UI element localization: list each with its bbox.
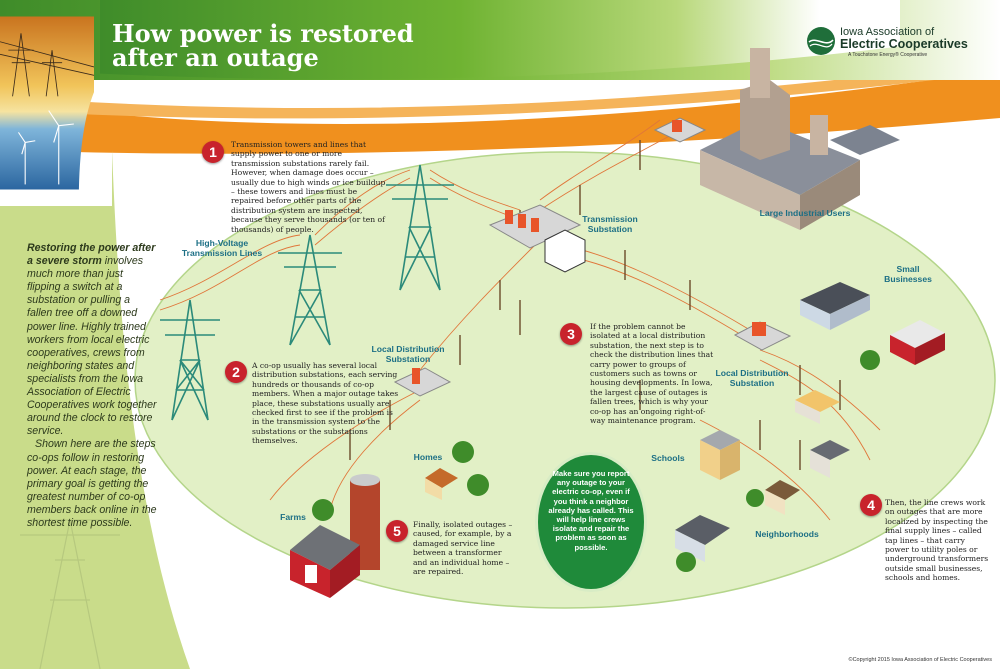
- sidebar-body: involves much more than just flipping a …: [27, 255, 157, 438]
- header-photo: [0, 16, 94, 190]
- label-neighborhoods: Neighborhoods: [755, 529, 819, 539]
- step-5-text: Finally, isolated outages – caused, for …: [413, 520, 513, 577]
- step-3-badge: 3: [560, 323, 582, 345]
- home-house: [425, 468, 458, 500]
- callout-text: Make sure you report any outage to your …: [548, 469, 634, 552]
- power-lines: [159, 119, 881, 521]
- local-substation-left: [393, 367, 452, 397]
- farm-buildings: [290, 474, 380, 598]
- sidebar-body-2: Shown here are the steps co-ops follow i…: [27, 438, 157, 529]
- logo-name: Iowa Association of Electric Cooperative…: [840, 26, 1000, 50]
- industrial-plant: [700, 48, 900, 230]
- copyright: ©Copyright 2015 Iowa Association of Elec…: [848, 657, 992, 663]
- title-line-1: How power is restored: [112, 19, 414, 48]
- transmission-substation: [488, 204, 586, 273]
- logo-globe-icon: [807, 27, 835, 55]
- step-4-badge: 4: [860, 494, 882, 516]
- step-2-badge: 2: [225, 361, 247, 383]
- logo-tagline: A Touchstone Energy® Cooperative: [848, 52, 928, 58]
- label-small-business: Small Businesses: [884, 264, 932, 284]
- step-4-text: Then, the line crews work on outages tha…: [885, 498, 989, 583]
- neighborhood-houses: [675, 440, 850, 562]
- label-industrial: Large Industrial Users: [759, 208, 851, 218]
- label-local-sub-left: Local Distribution Substation: [371, 344, 445, 364]
- label-homes: Homes: [413, 452, 443, 462]
- sidebar-heading: Restoring the power after a severe storm: [27, 242, 156, 268]
- step-1-badge: 1: [202, 141, 224, 163]
- step-3-text: If the problem cannot be isolated at a l…: [590, 322, 714, 426]
- report-outage-callout: Make sure you report any outage to your …: [538, 455, 644, 589]
- label-local-sub-right: Local Distribution Substation: [715, 368, 789, 388]
- label-transmission-substation: Transmission Substation: [582, 214, 638, 234]
- sidebar-text: Restoring the power after a severe storm…: [27, 242, 157, 530]
- label-schools: Schools: [651, 453, 685, 463]
- step-1-text: Transmission towers and lines that suppl…: [231, 140, 386, 234]
- title-line-2: after an outage: [112, 43, 319, 72]
- label-farms: Farms: [280, 512, 306, 522]
- step-2-text: A co-op usually has several local distri…: [252, 361, 399, 446]
- school-building: [700, 390, 840, 480]
- transmission-towers: [160, 164, 454, 421]
- tower-substation-top: [653, 117, 707, 143]
- page-title: How power is restored after an outage: [112, 22, 472, 70]
- local-substation-right: [733, 321, 792, 351]
- logo-name-line-2: Electric Cooperatives: [840, 37, 968, 51]
- trees: [312, 350, 880, 572]
- logo-name-line-1: Iowa Association of: [840, 26, 935, 38]
- step-5-badge: 5: [386, 520, 408, 542]
- small-business-building: [800, 282, 945, 365]
- iaec-logo: Iowa Association of Electric Cooperative…: [806, 24, 996, 64]
- label-hv-lines: High-Voltage Transmission Lines: [181, 238, 263, 258]
